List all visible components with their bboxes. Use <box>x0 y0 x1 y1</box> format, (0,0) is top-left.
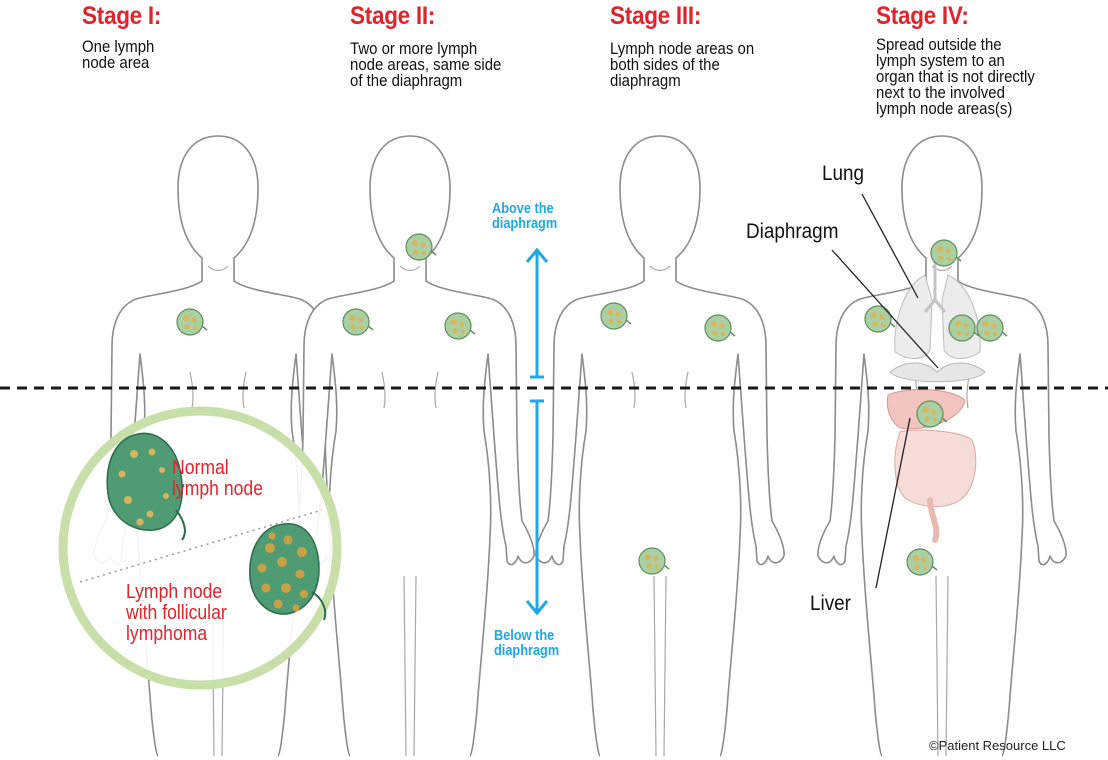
stage-4-description-line: Spread outside the <box>876 35 1002 54</box>
stage-2-description-line: node areas, same side <box>350 55 502 74</box>
stage-4-title: Stage IV: <box>876 2 969 30</box>
stage-1-description-line: One lymph <box>82 37 155 56</box>
diaphragm-illustration <box>889 362 986 383</box>
stage-3-description: Lymph node areas on both sides of the di… <box>610 39 755 90</box>
normal-lymph-node-label: Normal lymph node <box>172 458 263 500</box>
stage-4-description-line: lymph system to an <box>876 51 1005 70</box>
stage-3-description-line: Lymph node areas on <box>610 39 755 58</box>
node-stage-4-groin <box>906 548 938 576</box>
below-diaphragm-label: Below the diaphragm <box>494 628 559 658</box>
diaphragm-label: Diaphragm <box>746 220 839 243</box>
lung-illustration <box>894 262 981 359</box>
node-stage-3-groin <box>638 547 670 575</box>
liver-leader-line <box>875 417 911 589</box>
lung-leader-line <box>861 193 919 299</box>
below-diaphragm-label-line: diaphragm <box>494 642 560 659</box>
below-diaphragm-arrow <box>525 399 549 616</box>
liver-label: Liver <box>810 592 851 615</box>
stage-2-title: Stage II: <box>350 2 436 30</box>
stage-4-description-line: next to the involved <box>876 83 1005 102</box>
stage-3-title: Stage III: <box>610 2 702 30</box>
follicular-lymphoma-node-illustration <box>249 523 327 621</box>
stage-2-description-line: Two or more lymph <box>350 39 478 58</box>
intestine-illustration <box>894 429 977 507</box>
stage-1-description-line: node area <box>82 53 150 72</box>
above-diaphragm-label: Above the diaphragm <box>492 201 557 231</box>
stage-1-description: One lymph node area <box>82 37 155 72</box>
above-diaphragm-label-line: diaphragm <box>492 215 558 232</box>
stage-3-description-line: both sides of the <box>610 55 720 74</box>
lung-label: Lung <box>822 162 865 185</box>
stage-4-description-line: organ that is not directly <box>876 67 1035 86</box>
stage-4-description: Spread outside the lymph system to an or… <box>876 35 1035 118</box>
diaphragm-leader-line <box>831 249 939 369</box>
stage-2-description: Two or more lymph node areas, same side … <box>350 39 502 90</box>
lymphoma-node-label-line: with follicular <box>126 602 227 624</box>
lymph-node-inset <box>58 406 342 690</box>
stage-3-description-line: diaphragm <box>610 71 681 90</box>
lymphoma-node-label-line: Lymph node <box>126 581 223 603</box>
above-diaphragm-label-line: Above the <box>492 200 554 217</box>
above-diaphragm-arrow <box>525 247 549 379</box>
below-diaphragm-label-line: Below the <box>494 627 555 644</box>
normal-lymph-node-illustration <box>106 432 186 541</box>
lymphoma-node-label: Lymph node with follicular lymphoma <box>126 582 227 645</box>
node-stage-1-chest <box>176 308 208 336</box>
normal-lymph-node-label-line: Normal <box>172 457 229 479</box>
stage-2-description-line: of the diaphragm <box>350 71 463 90</box>
lymphoma-node-label-line: lymphoma <box>126 623 208 645</box>
normal-lymph-node-label-line: lymph node <box>172 478 263 500</box>
stage-1-title: Stage I: <box>82 2 162 30</box>
stage-4-description-line: lymph node areas(s) <box>876 99 1013 118</box>
copyright-credit: ©Patient Resource LLC <box>929 738 1066 753</box>
